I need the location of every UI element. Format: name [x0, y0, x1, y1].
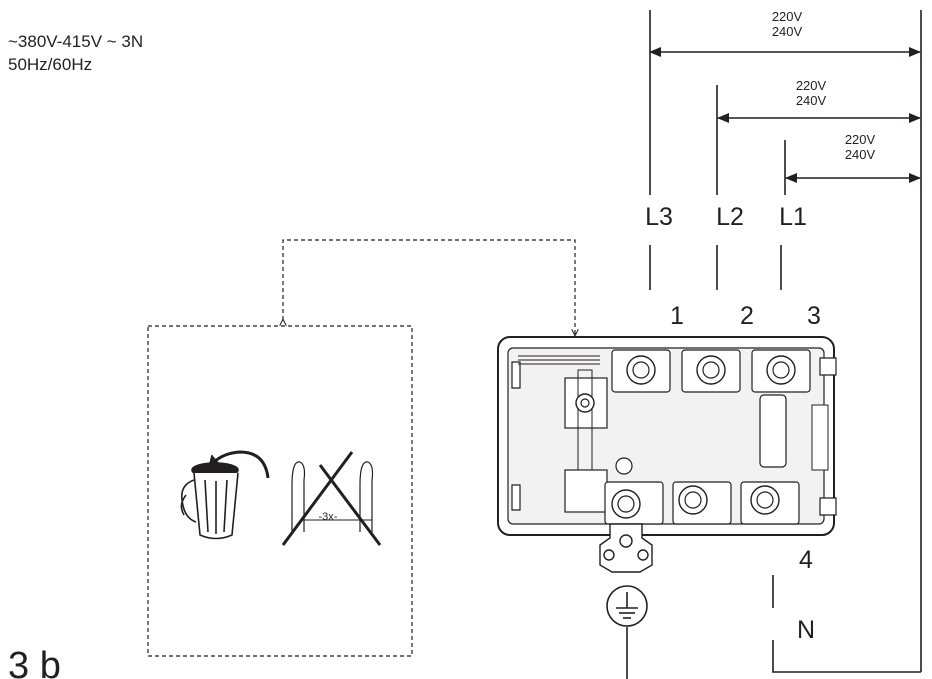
- inset-box: [147, 325, 413, 657]
- supply-voltage: ~380V-415V ~ 3N: [8, 32, 143, 51]
- neutral-label: N: [797, 616, 815, 644]
- cross-out-icon: [281, 451, 382, 546]
- phase-label-l3: L3: [645, 203, 673, 231]
- voltage-bottom-2: 240V: [796, 93, 827, 108]
- terminal-number-4: 4: [799, 546, 813, 574]
- terminal-number-1: 1: [670, 302, 684, 330]
- count-label: -3x-: [319, 511, 338, 523]
- dashed-connector: [283, 239, 575, 335]
- phase-labels: L3 L2 L1: [645, 203, 807, 231]
- phase-label-l1: L1: [779, 203, 807, 231]
- earth-ground-icon: [606, 585, 648, 627]
- trash-bin-icon: [180, 462, 239, 540]
- phase-label-l2: L2: [716, 203, 744, 231]
- terminal-number-2: 2: [740, 302, 754, 330]
- curved-arrow-icon: [208, 450, 270, 479]
- terminal-number-3: 3: [807, 302, 821, 330]
- voltage-arrows: [649, 47, 921, 183]
- voltage-bottom-1: 240V: [772, 24, 803, 39]
- figure-label: 3 b: [8, 645, 61, 679]
- voltage-bottom-3: 240V: [845, 147, 876, 162]
- screws: [575, 355, 796, 519]
- voltage-labels: 220V 240V 220V 240V 220V 240V: [772, 9, 876, 162]
- voltage-top-2: 220V: [796, 78, 827, 93]
- terminal-numbers: 1 2 3 4 N: [670, 302, 821, 644]
- voltage-top-1: 220V: [772, 9, 803, 24]
- voltage-top-3: 220V: [845, 132, 876, 147]
- supply-wires: [626, 10, 922, 679]
- supply-frequency: 50Hz/60Hz: [8, 55, 92, 74]
- earth-bracket: [599, 523, 653, 573]
